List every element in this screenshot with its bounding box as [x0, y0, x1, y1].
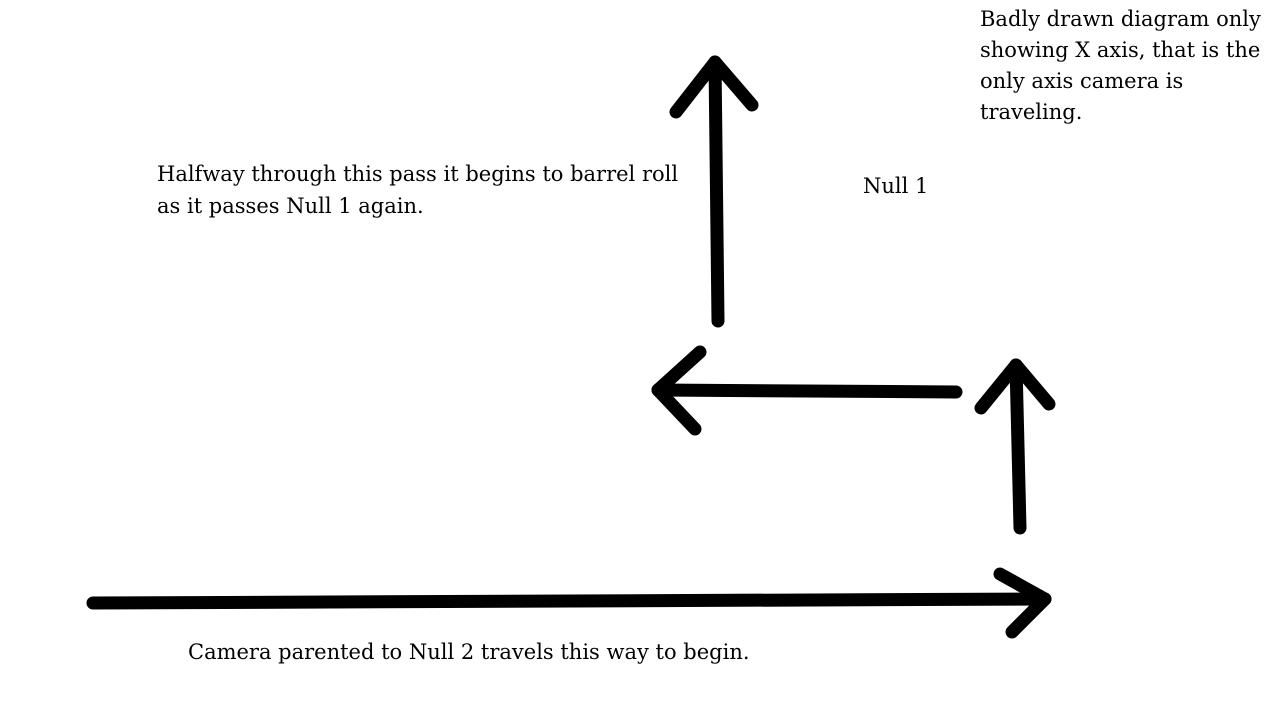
diagram-note: Badly drawn diagram only showing X axis,…: [980, 7, 1261, 124]
halfway-line: as it passes Null 1 again.: [157, 194, 424, 218]
arrow-right-bottom: [86, 567, 1052, 639]
halfway-line: Halfway through this pass it begins to b…: [157, 162, 678, 186]
arrow-up-right: [974, 358, 1056, 535]
arrow-head: [993, 567, 1052, 639]
arrow-head: [974, 358, 1056, 415]
halfway-note: Halfway through this pass it begins to b…: [157, 162, 678, 218]
note-line: Badly drawn diagram only: [980, 7, 1261, 31]
note-line: traveling.: [980, 100, 1082, 124]
arrow-shaft: [651, 383, 963, 399]
null1-label: Null 1: [863, 174, 928, 198]
arrow-head: [651, 345, 707, 436]
arrow-shaft: [1009, 358, 1027, 535]
arrow-shaft: [708, 55, 725, 328]
arrow-head: [669, 55, 759, 119]
camera-note: Camera parented to Null 2 travels this w…: [188, 640, 750, 664]
note-line: showing X axis, that is the: [980, 38, 1260, 62]
arrow-shaft: [86, 592, 1052, 610]
arrow-up-top: [669, 55, 759, 328]
note-line: only axis camera is: [980, 69, 1183, 93]
arrow-left-middle: [651, 345, 963, 436]
